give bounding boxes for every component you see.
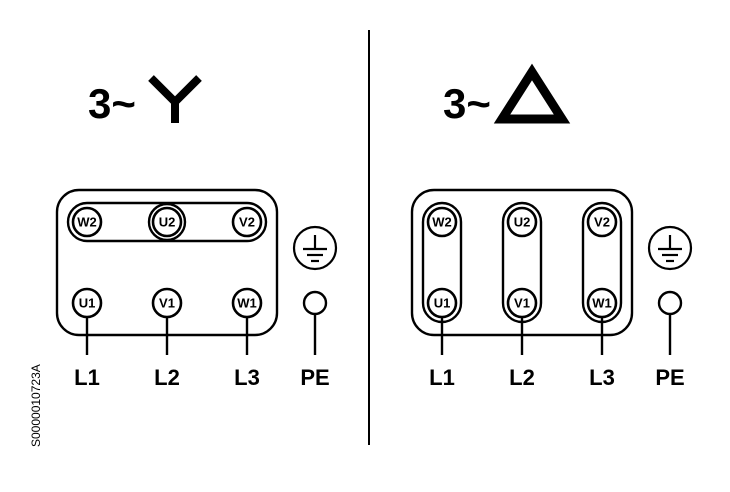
terminal-circle <box>586 206 618 238</box>
terminal-v1[interactable]: V1 <box>151 287 183 319</box>
terminal-circle <box>426 206 458 238</box>
pe-terminal-circle[interactable] <box>302 290 328 316</box>
line-label-l2: L2 <box>154 365 180 390</box>
wye-star-symbol <box>148 75 202 123</box>
terminal-label: U1 <box>79 295 96 310</box>
terminal-label: V2 <box>594 214 610 229</box>
line-label-l2: L2 <box>509 365 535 390</box>
earth-symbol-circle <box>647 225 693 271</box>
terminal-circle <box>506 206 538 238</box>
protective-earth-group: PE <box>292 225 338 390</box>
terminal-label: W2 <box>432 214 452 229</box>
delta-triangle-symbol <box>493 63 571 124</box>
terminal-v2[interactable]: V2 <box>586 206 618 238</box>
line-label-l3: L3 <box>234 365 260 390</box>
lead-group: L1 L2 L3 <box>74 317 260 390</box>
terminal-label: W1 <box>592 295 612 310</box>
terminal-circle <box>231 206 263 238</box>
terminal-u2[interactable]: U2 <box>506 206 538 238</box>
terminal-w2[interactable]: W2 <box>426 206 458 238</box>
terminal-label: U1 <box>434 295 451 310</box>
pe-terminal-circle[interactable] <box>657 290 683 316</box>
terminal-label: V1 <box>159 295 175 310</box>
terminal-label: V1 <box>514 295 530 310</box>
header-phase-text: 3~ <box>443 80 491 127</box>
header-delta: 3~ <box>443 63 571 127</box>
terminal-label: V2 <box>239 214 255 229</box>
terminal-w2[interactable]: W2 <box>71 206 103 238</box>
terminal-label: U2 <box>159 214 176 229</box>
terminal-u1[interactable]: U1 <box>426 287 458 319</box>
lead-group: L1 L2 L3 <box>429 317 615 390</box>
terminal-label: W2 <box>77 214 97 229</box>
terminal-label: W1 <box>237 295 257 310</box>
pe-label: PE <box>300 365 329 390</box>
line-label-l3: L3 <box>589 365 615 390</box>
terminal-circle <box>151 206 183 238</box>
terminal-u2[interactable]: U2 <box>147 202 187 242</box>
header-phase-text: 3~ <box>88 80 136 127</box>
earth-symbol-circle <box>292 225 338 271</box>
drawing-code-text: S0000010723A <box>29 364 43 447</box>
terminal-v1[interactable]: V1 <box>506 287 538 319</box>
line-label-l1: L1 <box>429 365 455 390</box>
terminal-w1[interactable]: W1 <box>586 287 618 319</box>
terminal-label: U2 <box>514 214 531 229</box>
drawing-code-group: S0000010723A <box>29 364 43 447</box>
terminal-circle <box>71 206 103 238</box>
pe-label: PE <box>655 365 684 390</box>
terminal-w1[interactable]: W1 <box>231 287 263 319</box>
header-star: 3~ <box>88 75 202 127</box>
line-label-l1: L1 <box>74 365 100 390</box>
terminal-u1[interactable]: U1 <box>71 287 103 319</box>
protective-earth-group: PE <box>647 225 693 390</box>
terminal-v2[interactable]: V2 <box>231 206 263 238</box>
